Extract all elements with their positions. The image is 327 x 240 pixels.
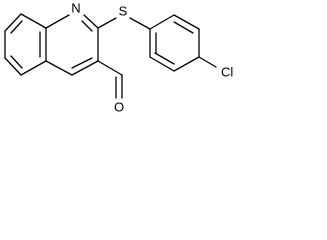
chemical-structure-diagram: N S Cl O bbox=[4, 1, 233, 115]
bond-p5-p6 bbox=[149, 56, 175, 72]
atom-label-nitrogen: N bbox=[71, 1, 80, 16]
bond-s-aryl bbox=[129, 17, 151, 30]
bond-c2-s bbox=[97, 17, 117, 29]
bond-p4-p5 bbox=[173, 56, 200, 72]
atom-label-oxygen: O bbox=[114, 100, 124, 115]
atom-label-chlorine: Cl bbox=[221, 65, 233, 80]
bond-c6-c5-inner bbox=[10, 55, 23, 69]
bonds bbox=[4, 13, 217, 99]
atom-labels: N S Cl O bbox=[71, 1, 233, 115]
bond-c3-cho bbox=[97, 60, 123, 76]
bond-c5-c4a bbox=[20, 60, 47, 76]
bond-p5-p6-inner bbox=[154, 52, 175, 65]
bond-p4-cl bbox=[198, 56, 217, 68]
bond-c8-c7-inner bbox=[10, 20, 23, 34]
bond-p1-p2 bbox=[149, 14, 175, 30]
bond-p2-p3-inner bbox=[173, 21, 194, 34]
bond-c8a-c8 bbox=[20, 13, 47, 29]
bond-c4-c4a bbox=[45, 60, 73, 76]
bond-c6-c5 bbox=[4, 57, 22, 76]
bond-n1-c2-inner bbox=[81, 20, 93, 32]
bond-c3-c4-inner bbox=[71, 57, 93, 69]
bond-c8a-n1 bbox=[45, 14, 70, 29]
bond-c8-c7 bbox=[4, 13, 22, 32]
atom-label-sulfur: S bbox=[119, 4, 128, 19]
bond-c3-c4 bbox=[71, 60, 99, 76]
bond-n1-c2 bbox=[83, 14, 99, 29]
bond-p2-p3 bbox=[173, 14, 200, 30]
